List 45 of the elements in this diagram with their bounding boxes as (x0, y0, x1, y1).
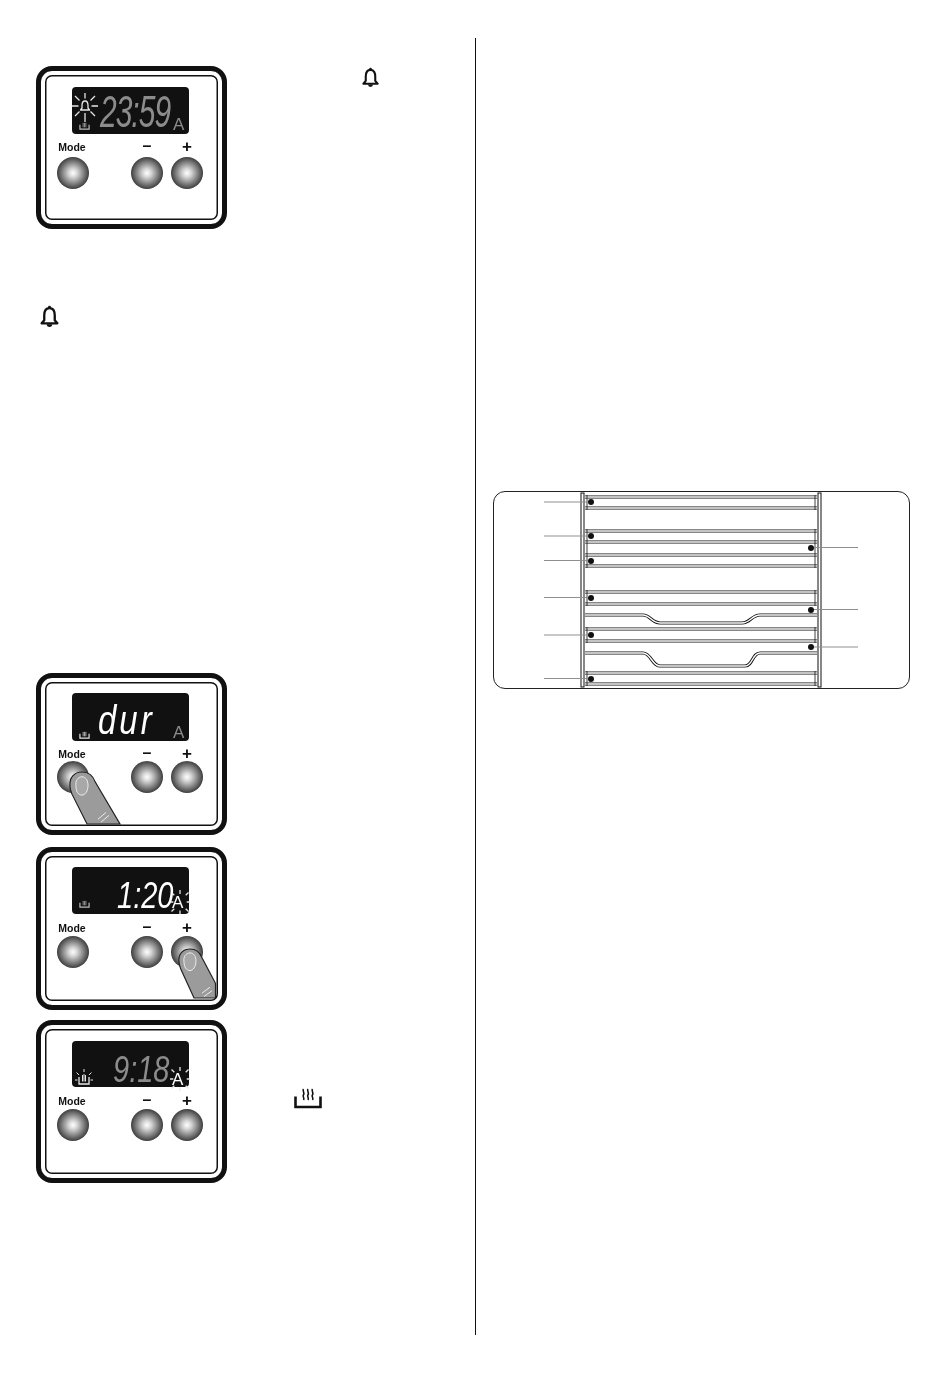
button-label: + (182, 918, 192, 936)
lcd-display (72, 693, 189, 741)
position-dot (588, 594, 594, 601)
position-dot (808, 606, 814, 613)
lcd-display (72, 87, 189, 134)
position-dot (588, 557, 594, 564)
button-label: – (142, 919, 152, 935)
lcd-display (72, 867, 189, 914)
display-readout: 9:18 (113, 1050, 170, 1089)
position-dot (588, 533, 594, 539)
display-readout: 23:59 (100, 89, 171, 134)
leader-line (813, 608, 859, 611)
display-letter: A (173, 723, 185, 740)
leader-line (813, 546, 859, 549)
button-label: Mode (58, 748, 86, 760)
leader-line (543, 535, 589, 537)
button-label: + (182, 1091, 192, 1109)
button-label: – (142, 138, 152, 154)
position-dot (588, 675, 594, 682)
position-dot (588, 632, 594, 638)
control-panel (36, 847, 227, 1010)
position-dot (808, 544, 814, 551)
button-label: Mode (58, 141, 86, 153)
position-dot (588, 499, 594, 505)
control-panel (36, 673, 227, 835)
control-panel (36, 66, 227, 229)
leader-line (543, 559, 589, 562)
display-letter: A (172, 1070, 184, 1087)
display-readout: 1:20 (117, 876, 174, 915)
leader-line (543, 677, 589, 680)
leader-line (543, 501, 589, 503)
button-label: + (182, 137, 192, 155)
display-letter: A (173, 115, 185, 133)
leader-line (543, 634, 589, 636)
control-panel (36, 1020, 227, 1183)
button-label: – (142, 745, 152, 761)
button-label: Mode (58, 1095, 86, 1107)
leader-line (813, 646, 859, 648)
leader-line (543, 596, 589, 599)
display-readout: dur (98, 698, 155, 741)
button-label: Mode (58, 922, 86, 934)
display-letter: A (172, 893, 184, 910)
button-label: – (142, 1092, 152, 1108)
position-dot (808, 644, 814, 650)
button-label: + (182, 744, 192, 762)
